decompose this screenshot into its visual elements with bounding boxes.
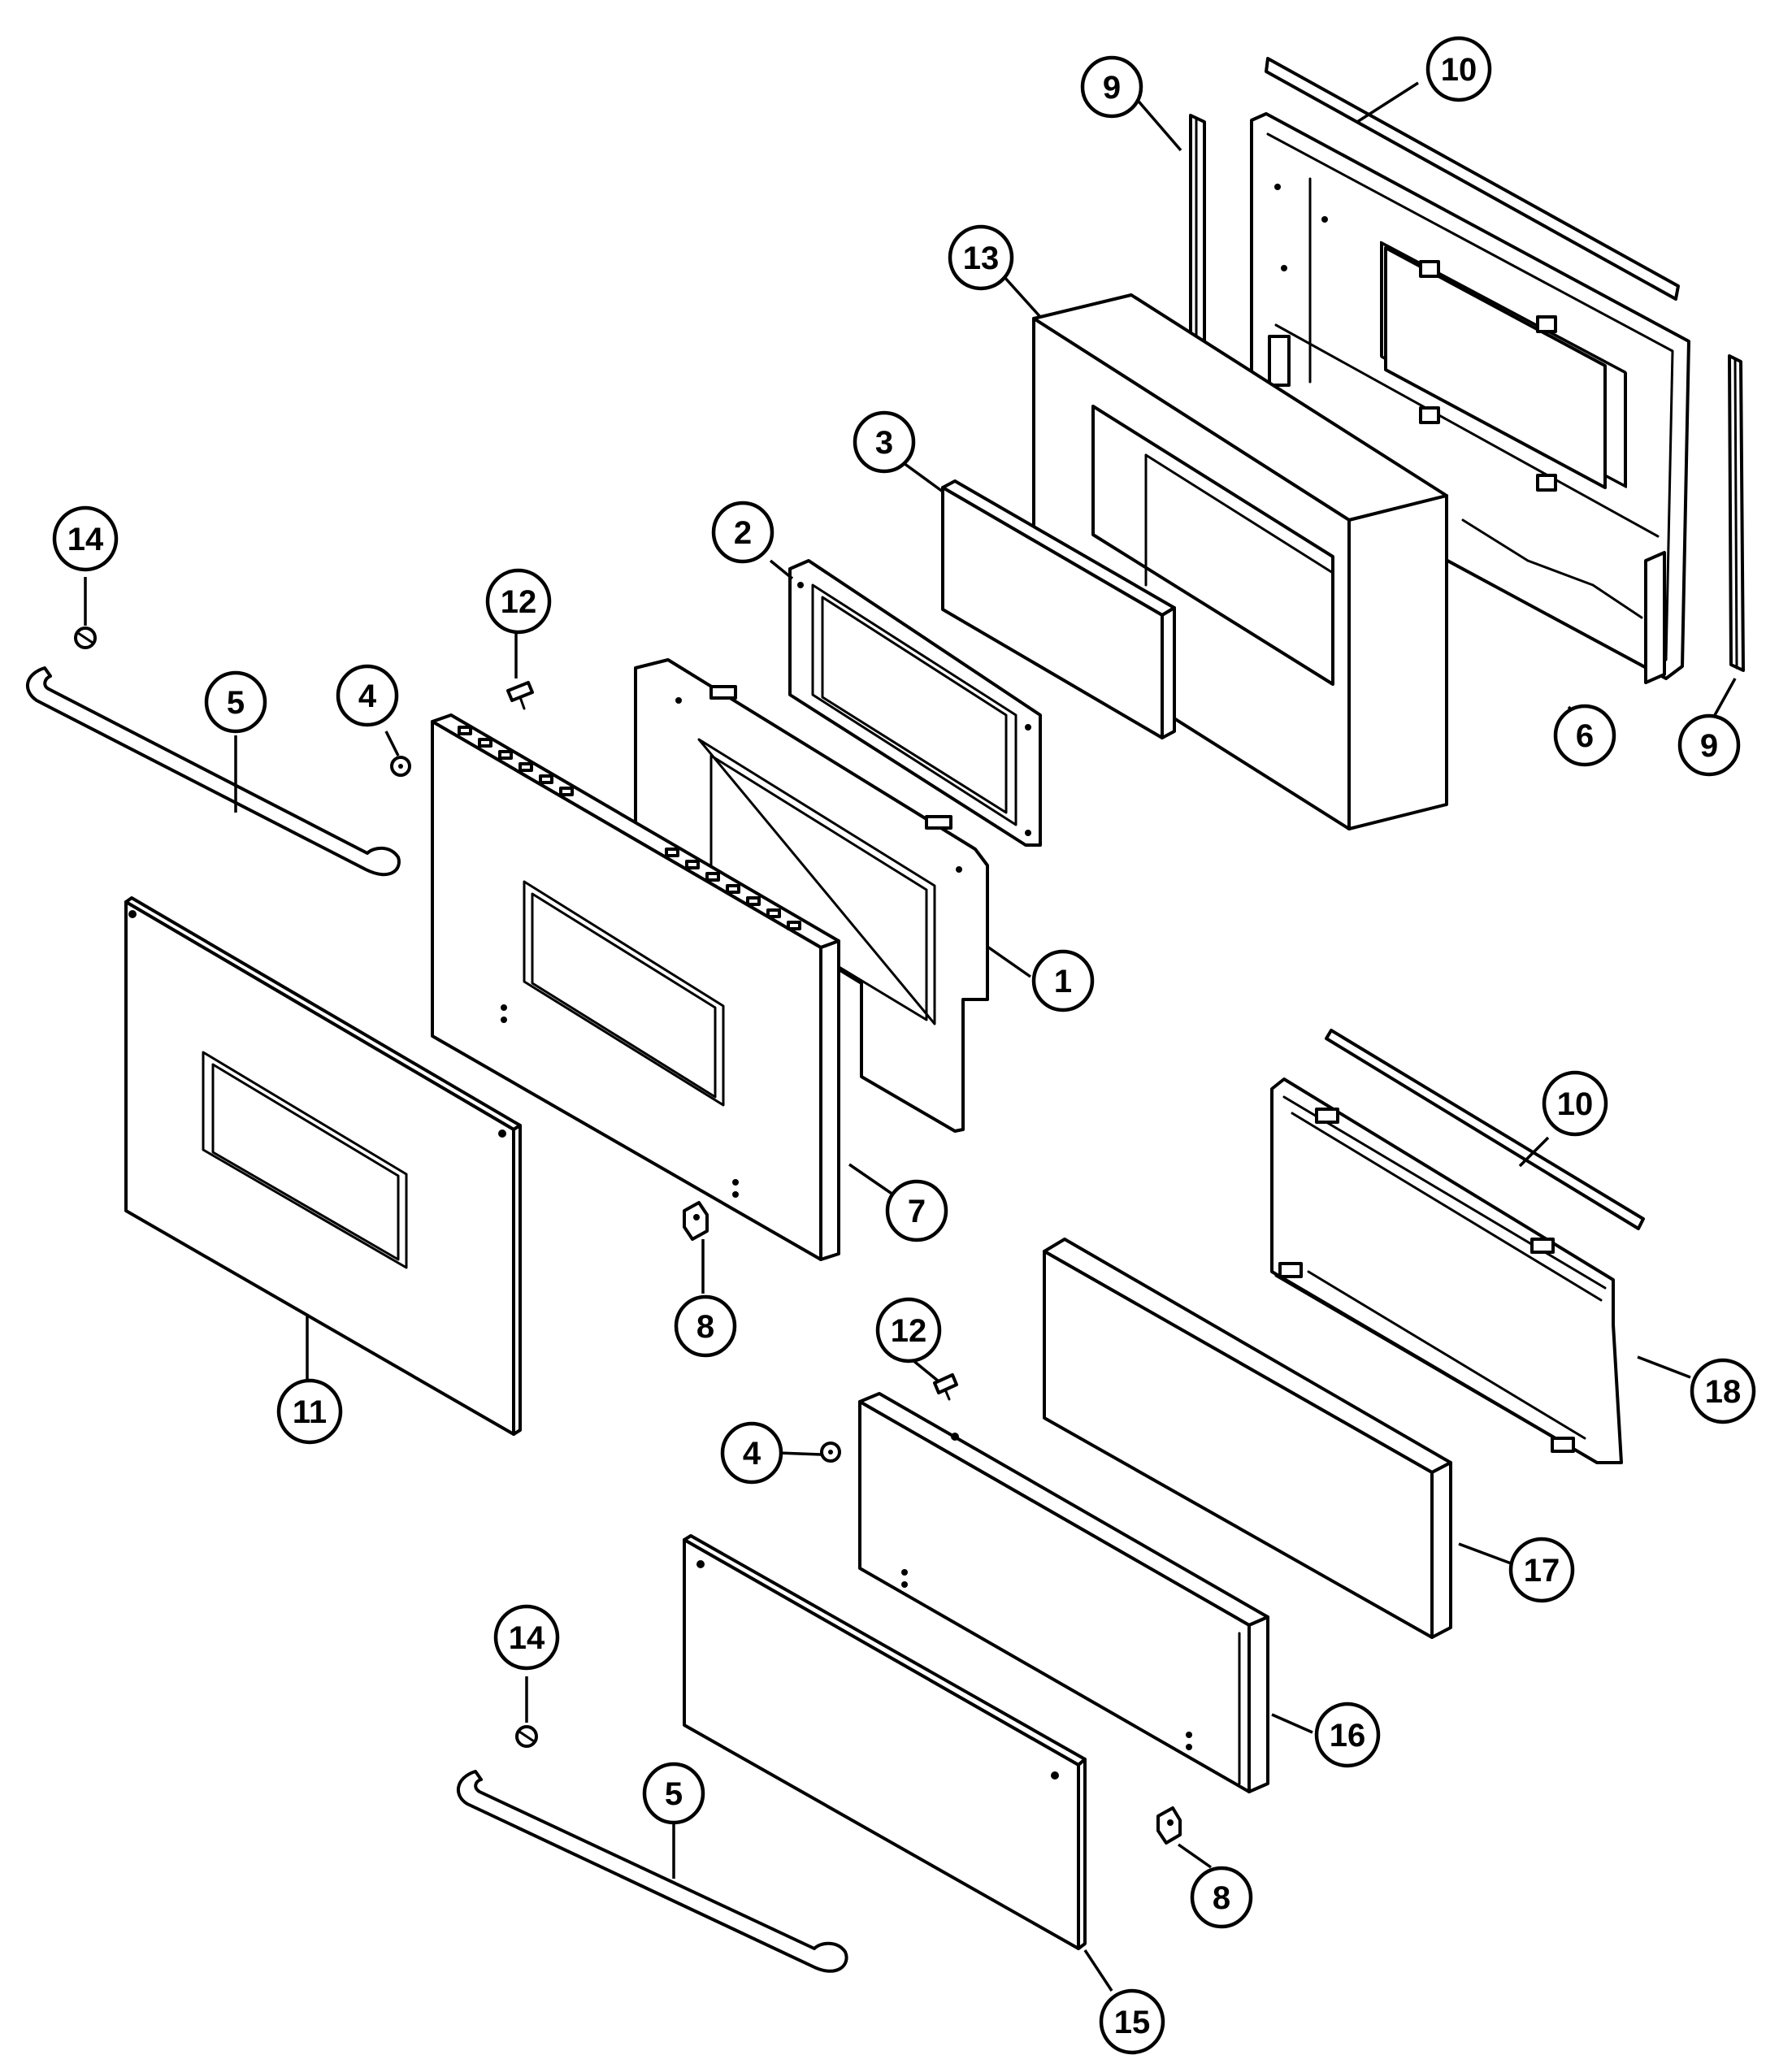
part-glass-pack-frame <box>788 559 1042 847</box>
callout-4-upper: 4 <box>336 664 399 727</box>
callout-3: 3 <box>853 410 916 474</box>
callout-label: 10 <box>1557 1086 1594 1122</box>
callout-5-upper: 5 <box>204 670 267 734</box>
part-inner-door-liner <box>1250 112 1690 684</box>
callout-label: 13 <box>963 241 1000 276</box>
callout-label: 12 <box>891 1313 927 1349</box>
callout-17: 17 <box>1508 1537 1575 1603</box>
callout-label: 14 <box>509 1620 545 1656</box>
callout-label: 9 <box>1103 70 1121 106</box>
part-door-clip-upper <box>683 1201 709 1241</box>
callout-label: 16 <box>1330 1718 1366 1754</box>
part-door-handle-lower <box>456 1770 848 1973</box>
part-trim-strip-left <box>1189 114 1206 343</box>
callout-label: 8 <box>1213 1880 1230 1916</box>
callout-10-upper: 10 <box>1425 36 1492 102</box>
callout-9-lower: 9 <box>1677 713 1741 777</box>
part-drawer-back-frame <box>1270 1077 1623 1464</box>
callout-4-lower: 4 <box>720 1421 783 1485</box>
callout-9-upper: 9 <box>1080 55 1143 119</box>
callout-12-upper: 12 <box>485 568 552 635</box>
callout-11: 11 <box>276 1378 343 1445</box>
callout-1: 1 <box>1031 949 1095 1012</box>
part-spacer-upper <box>390 756 411 777</box>
callout-label: 1 <box>1054 964 1072 999</box>
callout-label: 5 <box>227 685 245 721</box>
callout-13: 13 <box>948 224 1014 291</box>
part-trim-strip-right <box>1728 354 1745 672</box>
callout-7: 7 <box>885 1179 948 1242</box>
callout-label: 4 <box>743 1436 761 1472</box>
callout-label: 17 <box>1524 1553 1560 1589</box>
part-outer-door-panel <box>431 713 840 1261</box>
part-drawer-panel <box>858 1392 1269 1793</box>
vent-slots-top <box>458 726 801 930</box>
callout-18: 18 <box>1690 1358 1756 1424</box>
callout-16: 16 <box>1314 1702 1381 1768</box>
part-drawer-front-panel <box>683 1534 1087 1950</box>
callout-label: 14 <box>67 522 104 557</box>
part-door-glass <box>941 479 1176 739</box>
callout-label: 7 <box>908 1194 926 1229</box>
callout-label: 6 <box>1576 718 1594 754</box>
part-front-door-panel <box>124 896 522 1436</box>
callout-label: 11 <box>293 1394 327 1430</box>
part-spacer-lower <box>820 1442 841 1463</box>
part-door-clip-lower <box>1156 1806 1182 1845</box>
callout-label: 10 <box>1441 52 1477 88</box>
part-door-frame-box <box>1032 293 1448 830</box>
callout-label: 18 <box>1705 1374 1742 1410</box>
callout-8-lower: 8 <box>1190 1866 1253 1929</box>
callout-label: 5 <box>665 1776 683 1812</box>
part-screw-upper <box>74 626 97 649</box>
callout-8-upper: 8 <box>674 1294 737 1358</box>
callout-label: 8 <box>696 1309 714 1345</box>
callout-15: 15 <box>1099 1988 1165 2055</box>
callout-2: 2 <box>711 501 775 564</box>
callout-label: 15 <box>1114 2005 1151 2040</box>
part-trim-strip-drawer <box>1325 1029 1645 1230</box>
callout-label: 4 <box>358 678 377 714</box>
part-screw-lower <box>515 1725 538 1748</box>
part-hinge-screw-upper <box>506 681 534 710</box>
callout-label: 2 <box>734 515 752 551</box>
part-trim-strip-top <box>1265 57 1680 301</box>
callout-12-lower: 12 <box>875 1297 942 1363</box>
callout-6: 6 <box>1553 704 1616 767</box>
callout-10-lower: 10 <box>1542 1070 1608 1137</box>
part-door-handle-upper <box>25 666 401 877</box>
part-drawer-liner-box <box>1043 1238 1452 1639</box>
part-hinge-screw-lower <box>933 1373 958 1401</box>
callout-label: 3 <box>875 425 893 461</box>
callout-14-upper: 14 <box>52 505 119 572</box>
callout-14-lower: 14 <box>493 1604 560 1671</box>
callout-label: 9 <box>1700 728 1718 764</box>
callout-label: 12 <box>501 584 537 620</box>
callout-5-lower: 5 <box>642 1762 705 1825</box>
